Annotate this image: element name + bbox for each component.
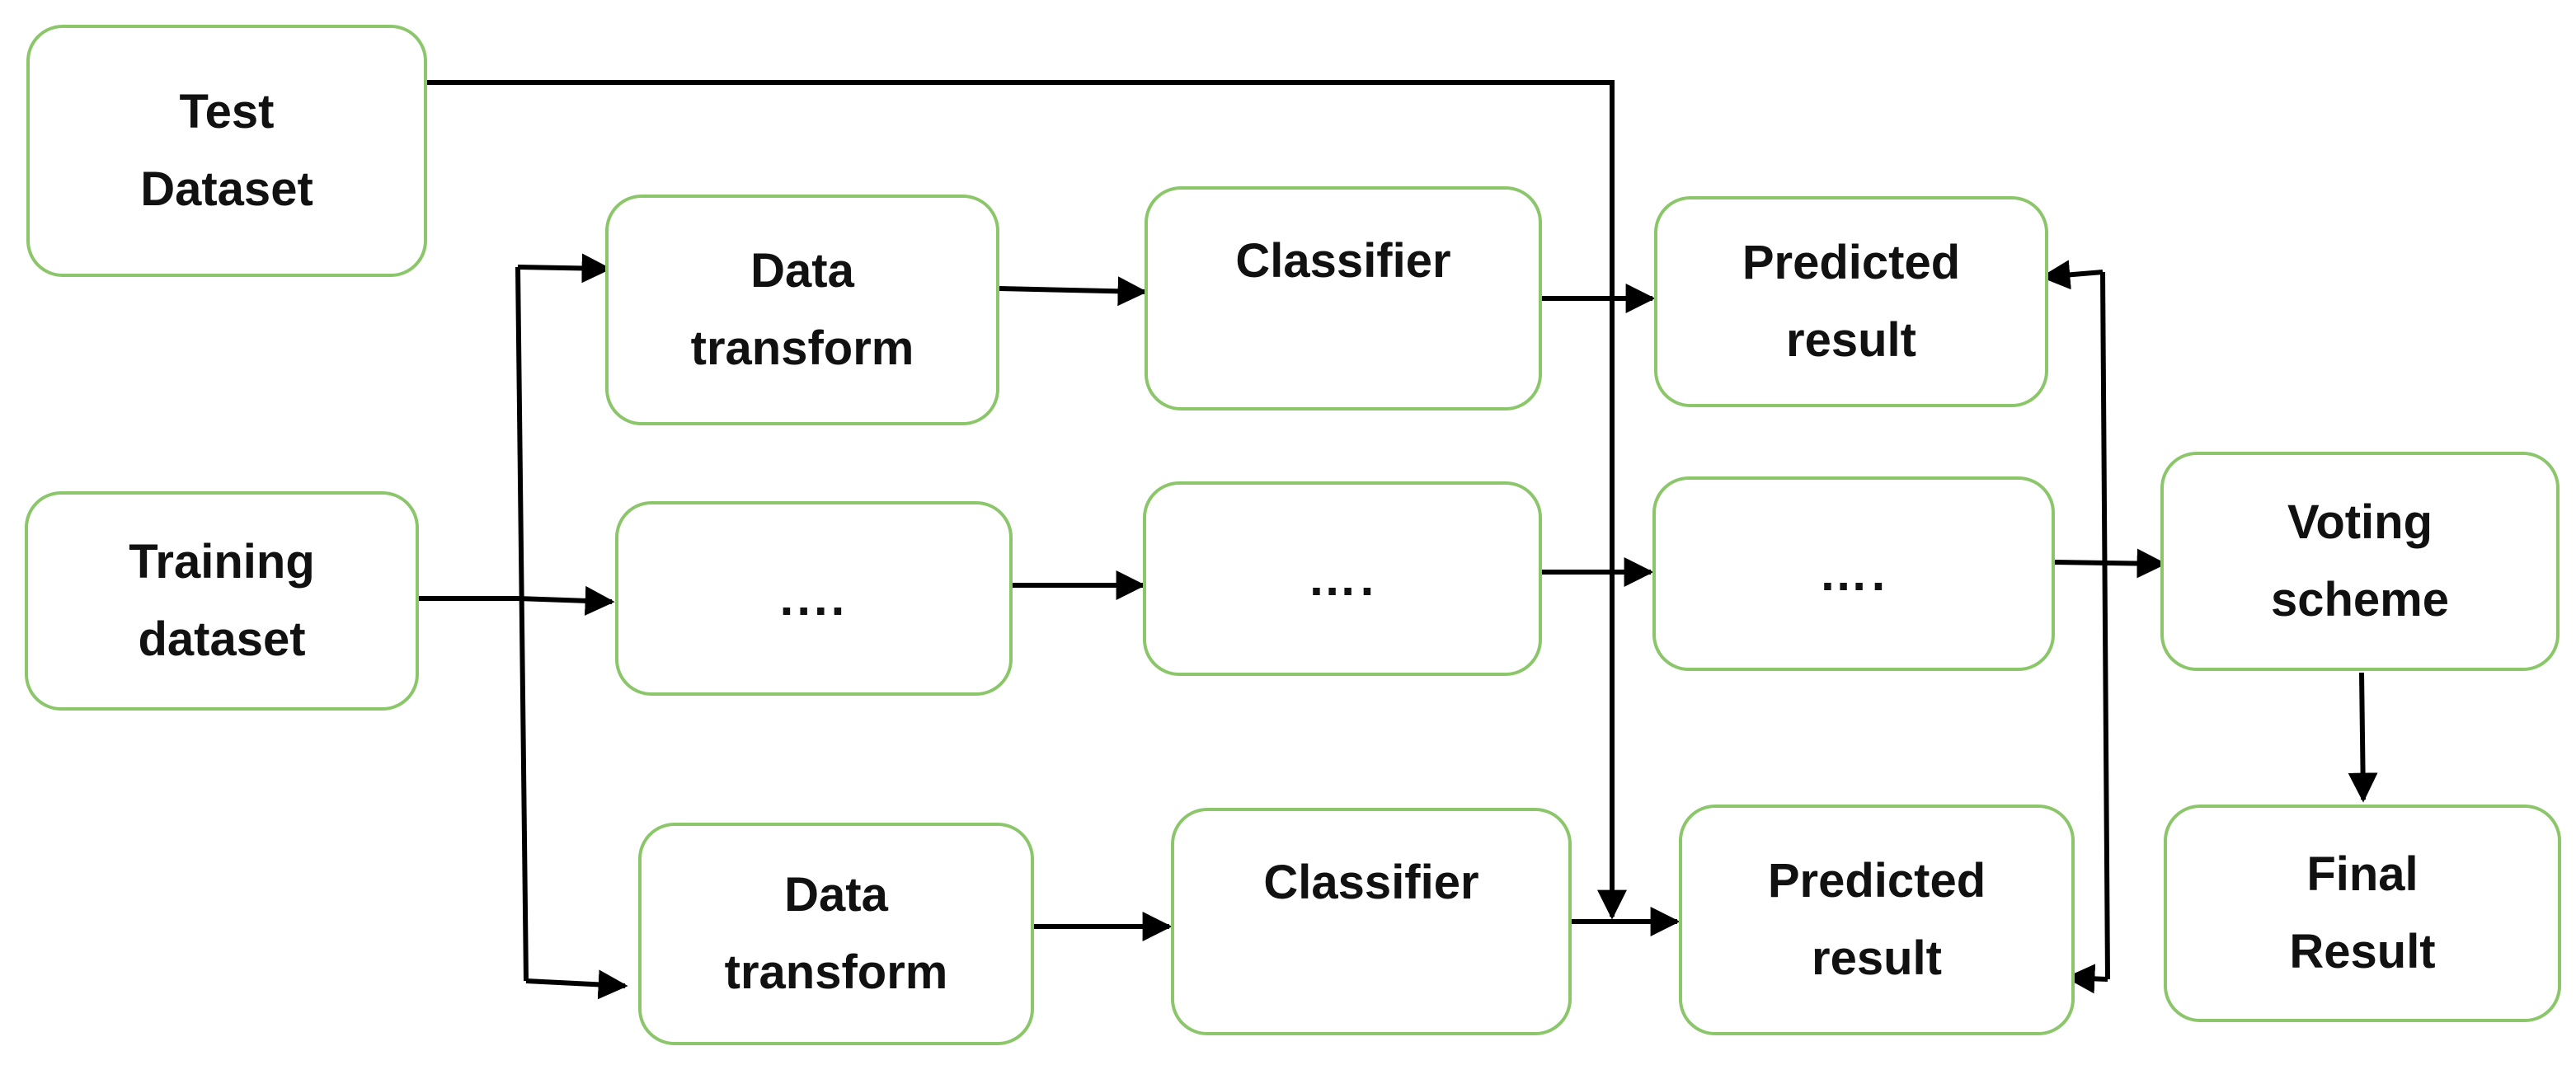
arrow-loop-to-result-bottom: [2065, 964, 2108, 994]
arrow-trunk-vertical: [515, 266, 529, 982]
node-result-top: Predicted result: [1654, 196, 2048, 407]
node-transform-bottom-line1: Data: [784, 868, 888, 922]
node-test-dataset-line1: Test: [179, 85, 275, 138]
node-classifier-top-line1: Classifier: [1235, 234, 1451, 288]
arrow-training-to-transform-mid: [517, 585, 615, 616]
arrow-loop-to-result-top: [2040, 260, 2104, 290]
node-transform-top: Data transform: [605, 195, 999, 425]
node-transform-top-line2: transform: [690, 321, 914, 375]
node-result-mid-line1: ….: [1818, 546, 1889, 601]
node-result-top-line2: result: [1786, 313, 1916, 367]
node-result-top-line1: Predicted: [1742, 236, 1961, 289]
node-transform-top-line1: Data: [750, 244, 854, 298]
arrow-test-to-predicted-bottom: [427, 80, 1627, 920]
arrow-transform-top-to-classifier-top: [999, 276, 1148, 307]
node-training-dataset: Training dataset: [25, 491, 419, 711]
node-voting-scheme-line2: scheme: [2270, 573, 2450, 626]
node-test-dataset-line2: Dataset: [140, 162, 313, 216]
node-result-bottom-line2: result: [1812, 931, 1942, 985]
arrow-result-mid-to-voting: [2054, 548, 2167, 579]
node-transform-mid-line1: ....: [779, 570, 848, 626]
node-result-mid: ….: [1652, 476, 2055, 671]
node-result-bottom: Predicted result: [1679, 805, 2075, 1035]
node-classifier-mid: ….: [1143, 481, 1542, 676]
node-final-result-line1: Final: [2306, 847, 2419, 901]
arrow-loop-vertical: [2100, 271, 2110, 980]
node-training-dataset-line1: Training: [129, 535, 315, 589]
node-classifier-bottom-line1: Classifier: [1263, 856, 1479, 909]
node-voting-scheme-line1: Voting: [2287, 495, 2433, 549]
node-training-dataset-line2: dataset: [138, 612, 306, 666]
node-transform-bottom: Data transform: [638, 823, 1034, 1045]
node-classifier-bottom: Classifier: [1171, 808, 1572, 1035]
node-transform-mid: ....: [615, 501, 1013, 696]
node-transform-bottom-line2: transform: [724, 945, 948, 999]
node-final-result-line2: Result: [2289, 925, 2436, 978]
arrow-trunk-to-transform-bottom: [525, 969, 628, 1000]
node-final-result: Final Result: [2164, 805, 2561, 1022]
node-result-bottom-line1: Predicted: [1767, 854, 1986, 908]
node-classifier-top: Classifier: [1145, 186, 1542, 411]
arrow-voting-to-final: [2348, 672, 2378, 803]
node-voting-scheme: Voting scheme: [2160, 452, 2560, 671]
node-test-dataset: Test Dataset: [26, 25, 427, 277]
arrow-trunk-to-transform-top: [517, 253, 612, 284]
node-classifier-mid-line1: ….: [1307, 551, 1378, 606]
